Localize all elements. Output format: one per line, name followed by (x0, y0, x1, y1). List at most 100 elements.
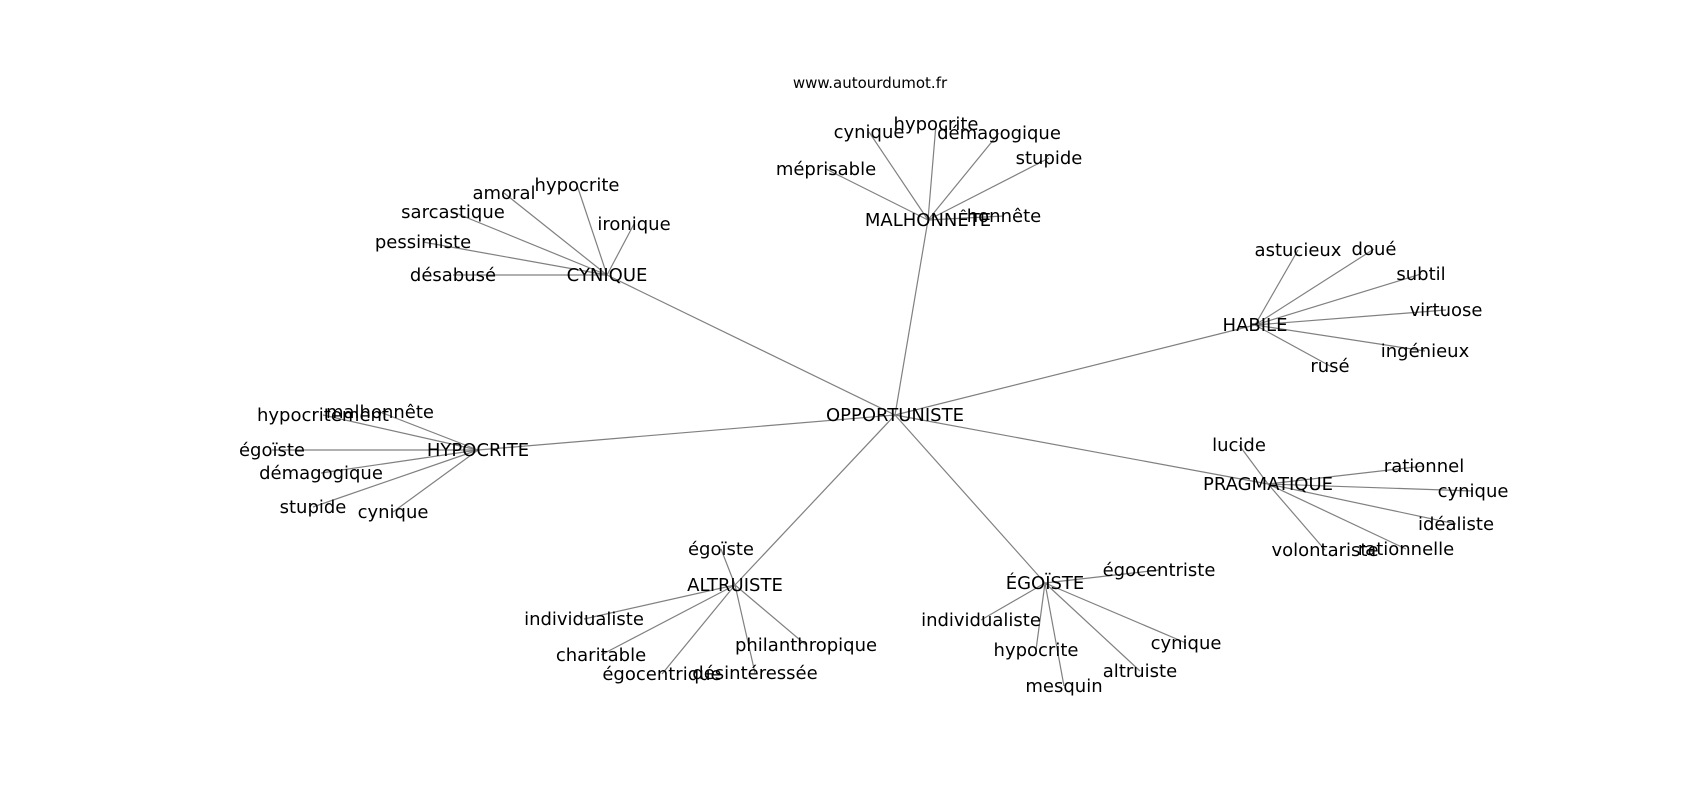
leaf-node-label: démagogique (937, 123, 1061, 144)
edge-alt-alt_2 (583, 584, 736, 620)
leaf-node-label: démagogique (259, 463, 383, 484)
leaf-node-label: égocentrique (602, 664, 721, 685)
edge-root-hyp (477, 414, 896, 451)
edge-pra-pra_4 (1267, 483, 1457, 525)
leaf-node-label: ironique (597, 214, 670, 235)
source-watermark: www.autourdumot.fr (793, 74, 948, 92)
hub-node-label: HABILE (1223, 315, 1288, 336)
leaf-node-label: égocentriste (1103, 560, 1216, 581)
edge-hab-hab_1 (1254, 249, 1299, 326)
leaf-node-label: rationnelle (1358, 539, 1454, 560)
leaf-node-label: hypocrite (535, 175, 620, 196)
edge-cyn-cyn_1 (503, 192, 608, 276)
edge-cyn-cyn_2 (576, 184, 608, 276)
leaf-node-label: astucieux (1255, 240, 1342, 261)
leaf-node-label: pessimiste (375, 232, 471, 253)
leaf-node-label: idéaliste (1418, 514, 1494, 535)
leaf-node-label: ingénieux (1381, 341, 1470, 362)
leaf-node-label: virtuose (1410, 300, 1483, 321)
leaf-node-label: stupide (1016, 148, 1083, 169)
edge-hyp-hyp_1 (322, 414, 479, 451)
leaf-node-label: mesquin (1025, 676, 1102, 697)
leaf-node-label: altruiste (1103, 661, 1177, 682)
edge-hab-hab_5 (1254, 324, 1426, 352)
edge-ego-ego_1 (1044, 569, 1160, 584)
labels-layer: OPPORTUNISTE CYNIQUE MALHONNÊTE HABILE HYPOC… (239, 114, 1508, 697)
edge-pra-pra_3 (1267, 483, 1474, 492)
edge-mal-mal_5 (825, 168, 929, 221)
leaf-node-label: cynique (1438, 481, 1509, 502)
leaf-node-label: sarcastique (401, 202, 505, 223)
leaf-node-label: cynique (834, 122, 905, 143)
edge-hab-hab_4 (1254, 309, 1447, 326)
edges-layer (272, 123, 1474, 687)
leaf-node-label: philanthropique (735, 635, 877, 656)
edge-hyp-hyp_6 (392, 449, 479, 513)
leaf-node-label: individualiste (921, 610, 1041, 631)
leaf-node-label: cynique (358, 502, 429, 523)
edge-hyp-hyp_4 (320, 449, 479, 474)
edge-hyp-hyp_5 (312, 449, 479, 508)
leaf-node-label: lucide (1212, 435, 1266, 456)
leaf-node-label: désabusé (410, 265, 496, 286)
edge-cyn-cyn_5 (422, 241, 608, 276)
hub-node-label: MALHONNÊTE (865, 209, 991, 231)
edge-alt-alt_5 (661, 584, 736, 675)
edge-mal-mal_6 (927, 215, 1005, 221)
edge-ego-ego_5 (1044, 582, 1141, 672)
leaf-node-label: méprisable (776, 159, 876, 180)
leaf-node-label: stupide (280, 497, 347, 518)
leaf-node-label: individualiste (524, 609, 644, 630)
edge-pra-pra_6 (1267, 483, 1407, 550)
edge-root-hab (894, 324, 1256, 416)
leaf-node-label: subtil (1396, 264, 1445, 285)
hub-node-label: HYPOCRITE (427, 440, 529, 461)
leaf-node-label: charitable (556, 645, 646, 666)
leaf-node-label: rusé (1310, 356, 1349, 377)
hub-node-label: ÉGOÏSTE (1006, 572, 1085, 594)
edge-cyn-cyn_3 (452, 211, 608, 276)
edge-alt-alt_4 (734, 584, 807, 646)
leaf-node-label: honnête (967, 206, 1041, 227)
leaf-node-label: désintéressée (692, 663, 817, 684)
edge-hab-hab_6 (1254, 324, 1331, 367)
edge-ego-ego_6 (1044, 582, 1065, 687)
edge-ego-ego_3 (1035, 582, 1046, 651)
edge-root-alt (734, 414, 896, 586)
leaf-node-label: volontariste (1271, 540, 1378, 561)
edge-mal-mal_3 (927, 132, 1000, 221)
edge-hab-hab_3 (1254, 273, 1422, 326)
leaf-node-label: égoïste (239, 440, 305, 461)
edge-hab-hab_2 (1254, 248, 1375, 326)
edge-cyn-cyn_4 (606, 223, 635, 276)
leaf-node-label: hypocrite (994, 640, 1079, 661)
leaf-node-label: égoïste (688, 539, 754, 560)
leaf-node-label: cynique (1151, 633, 1222, 654)
edge-alt-alt_3 (600, 584, 736, 656)
hub-node-label: PRAGMATIQUE (1203, 474, 1333, 495)
edge-pra-pra_5 (1267, 483, 1326, 551)
edge-hyp-hyp_2 (379, 411, 479, 451)
edge-ego-ego_2 (980, 582, 1046, 621)
edge-alt-alt_1 (720, 548, 736, 586)
edge-mal-mal_4 (927, 157, 1050, 221)
edge-pra-pra_1 (1238, 444, 1269, 485)
edge-root-ego (894, 414, 1046, 584)
hub-node-label: OPPORTUNISTE (826, 405, 964, 426)
edge-pra-pra_2 (1267, 465, 1425, 485)
edge-root-pra (894, 414, 1269, 485)
edge-mal-mal_2 (927, 123, 937, 221)
leaf-node-label: hypocrite (894, 114, 979, 135)
leaf-node-label: malhonnête (326, 402, 434, 423)
edge-mal-mal_1 (868, 131, 929, 221)
edge-ego-ego_4 (1044, 582, 1187, 644)
edge-root-mal (894, 219, 929, 416)
leaf-node-label: amoral (472, 183, 535, 204)
hub-node-label: ALTRUISTE (687, 575, 783, 596)
hub-node-label: CYNIQUE (567, 265, 648, 286)
edge-alt-alt_6 (734, 584, 756, 674)
leaf-node-label: hypocritement (257, 405, 389, 426)
leaf-node-label: rationnel (1384, 456, 1464, 477)
edge-root-cyn (606, 274, 896, 416)
